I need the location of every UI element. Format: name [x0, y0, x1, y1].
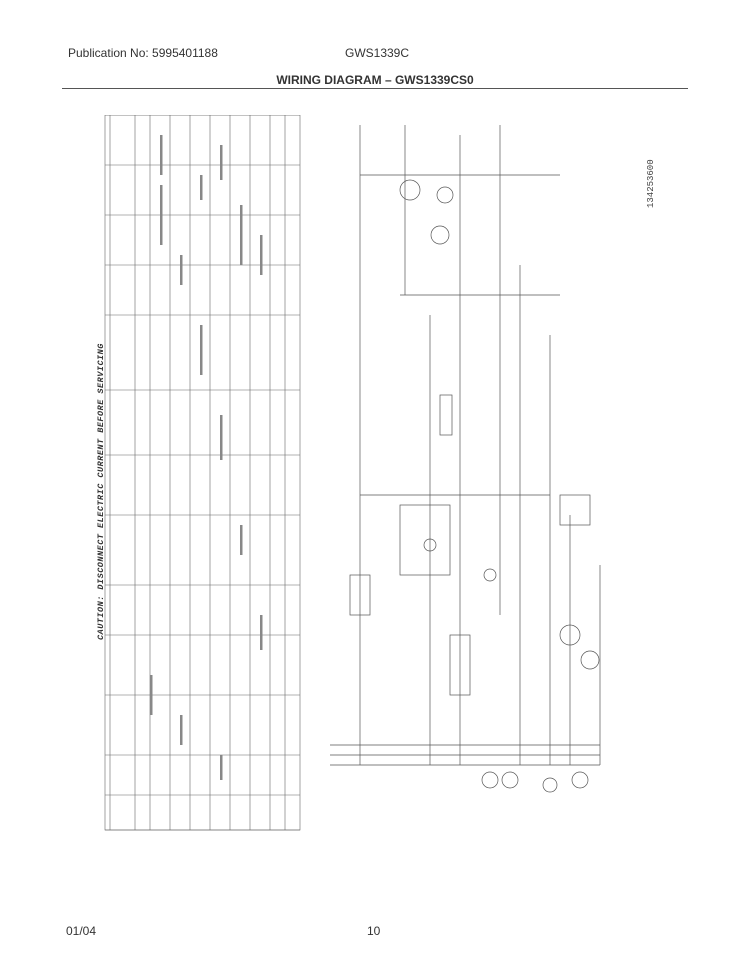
cycle-bar	[220, 145, 223, 180]
component-symbol	[559, 624, 581, 646]
footer-date: 01/04	[66, 924, 97, 938]
component-symbol	[430, 225, 450, 245]
component-symbol	[580, 650, 600, 670]
page-title: WIRING DIAGRAM – GWS1339CS0	[276, 73, 474, 87]
component-symbol	[436, 186, 454, 204]
cycle-bar	[240, 205, 243, 265]
cycle-bar	[180, 715, 183, 745]
cycle-chart-bars	[150, 135, 263, 780]
cycle-bar	[160, 135, 163, 175]
diagram-number: 134253600	[646, 159, 656, 208]
schematic	[330, 125, 601, 793]
component-box	[439, 394, 453, 436]
component-box	[559, 494, 591, 526]
caution-note: CAUTION: DISCONNECT ELECTRIC CURRENT BEF…	[96, 343, 106, 640]
component-symbol	[399, 179, 421, 201]
cycle-bar	[200, 325, 203, 375]
component-box	[449, 634, 471, 696]
component-symbol	[501, 771, 519, 789]
chart-frame	[104, 115, 301, 831]
cycle-chart	[104, 115, 301, 831]
wiring-diagram	[104, 115, 601, 831]
cycle-bar	[220, 755, 223, 780]
component-symbol	[483, 568, 497, 582]
component-symbol	[481, 771, 499, 789]
publication-number: Publication No: 5995401188	[68, 46, 218, 60]
component-symbol	[542, 777, 558, 793]
cycle-bar	[260, 615, 263, 650]
cycle-bar	[220, 415, 223, 460]
component-symbol	[571, 771, 589, 789]
page-number: 10	[367, 924, 381, 938]
cycle-bar	[240, 525, 243, 555]
cycle-bar	[160, 185, 163, 245]
cycle-bar	[260, 235, 263, 275]
header-rule	[62, 88, 688, 89]
component-symbol	[423, 538, 437, 552]
model-number: GWS1339C	[345, 46, 410, 60]
component-box	[349, 574, 371, 616]
cycle-bar	[180, 255, 183, 285]
cycle-bar	[150, 675, 153, 715]
cycle-bar	[200, 175, 203, 200]
component-box	[399, 504, 451, 576]
